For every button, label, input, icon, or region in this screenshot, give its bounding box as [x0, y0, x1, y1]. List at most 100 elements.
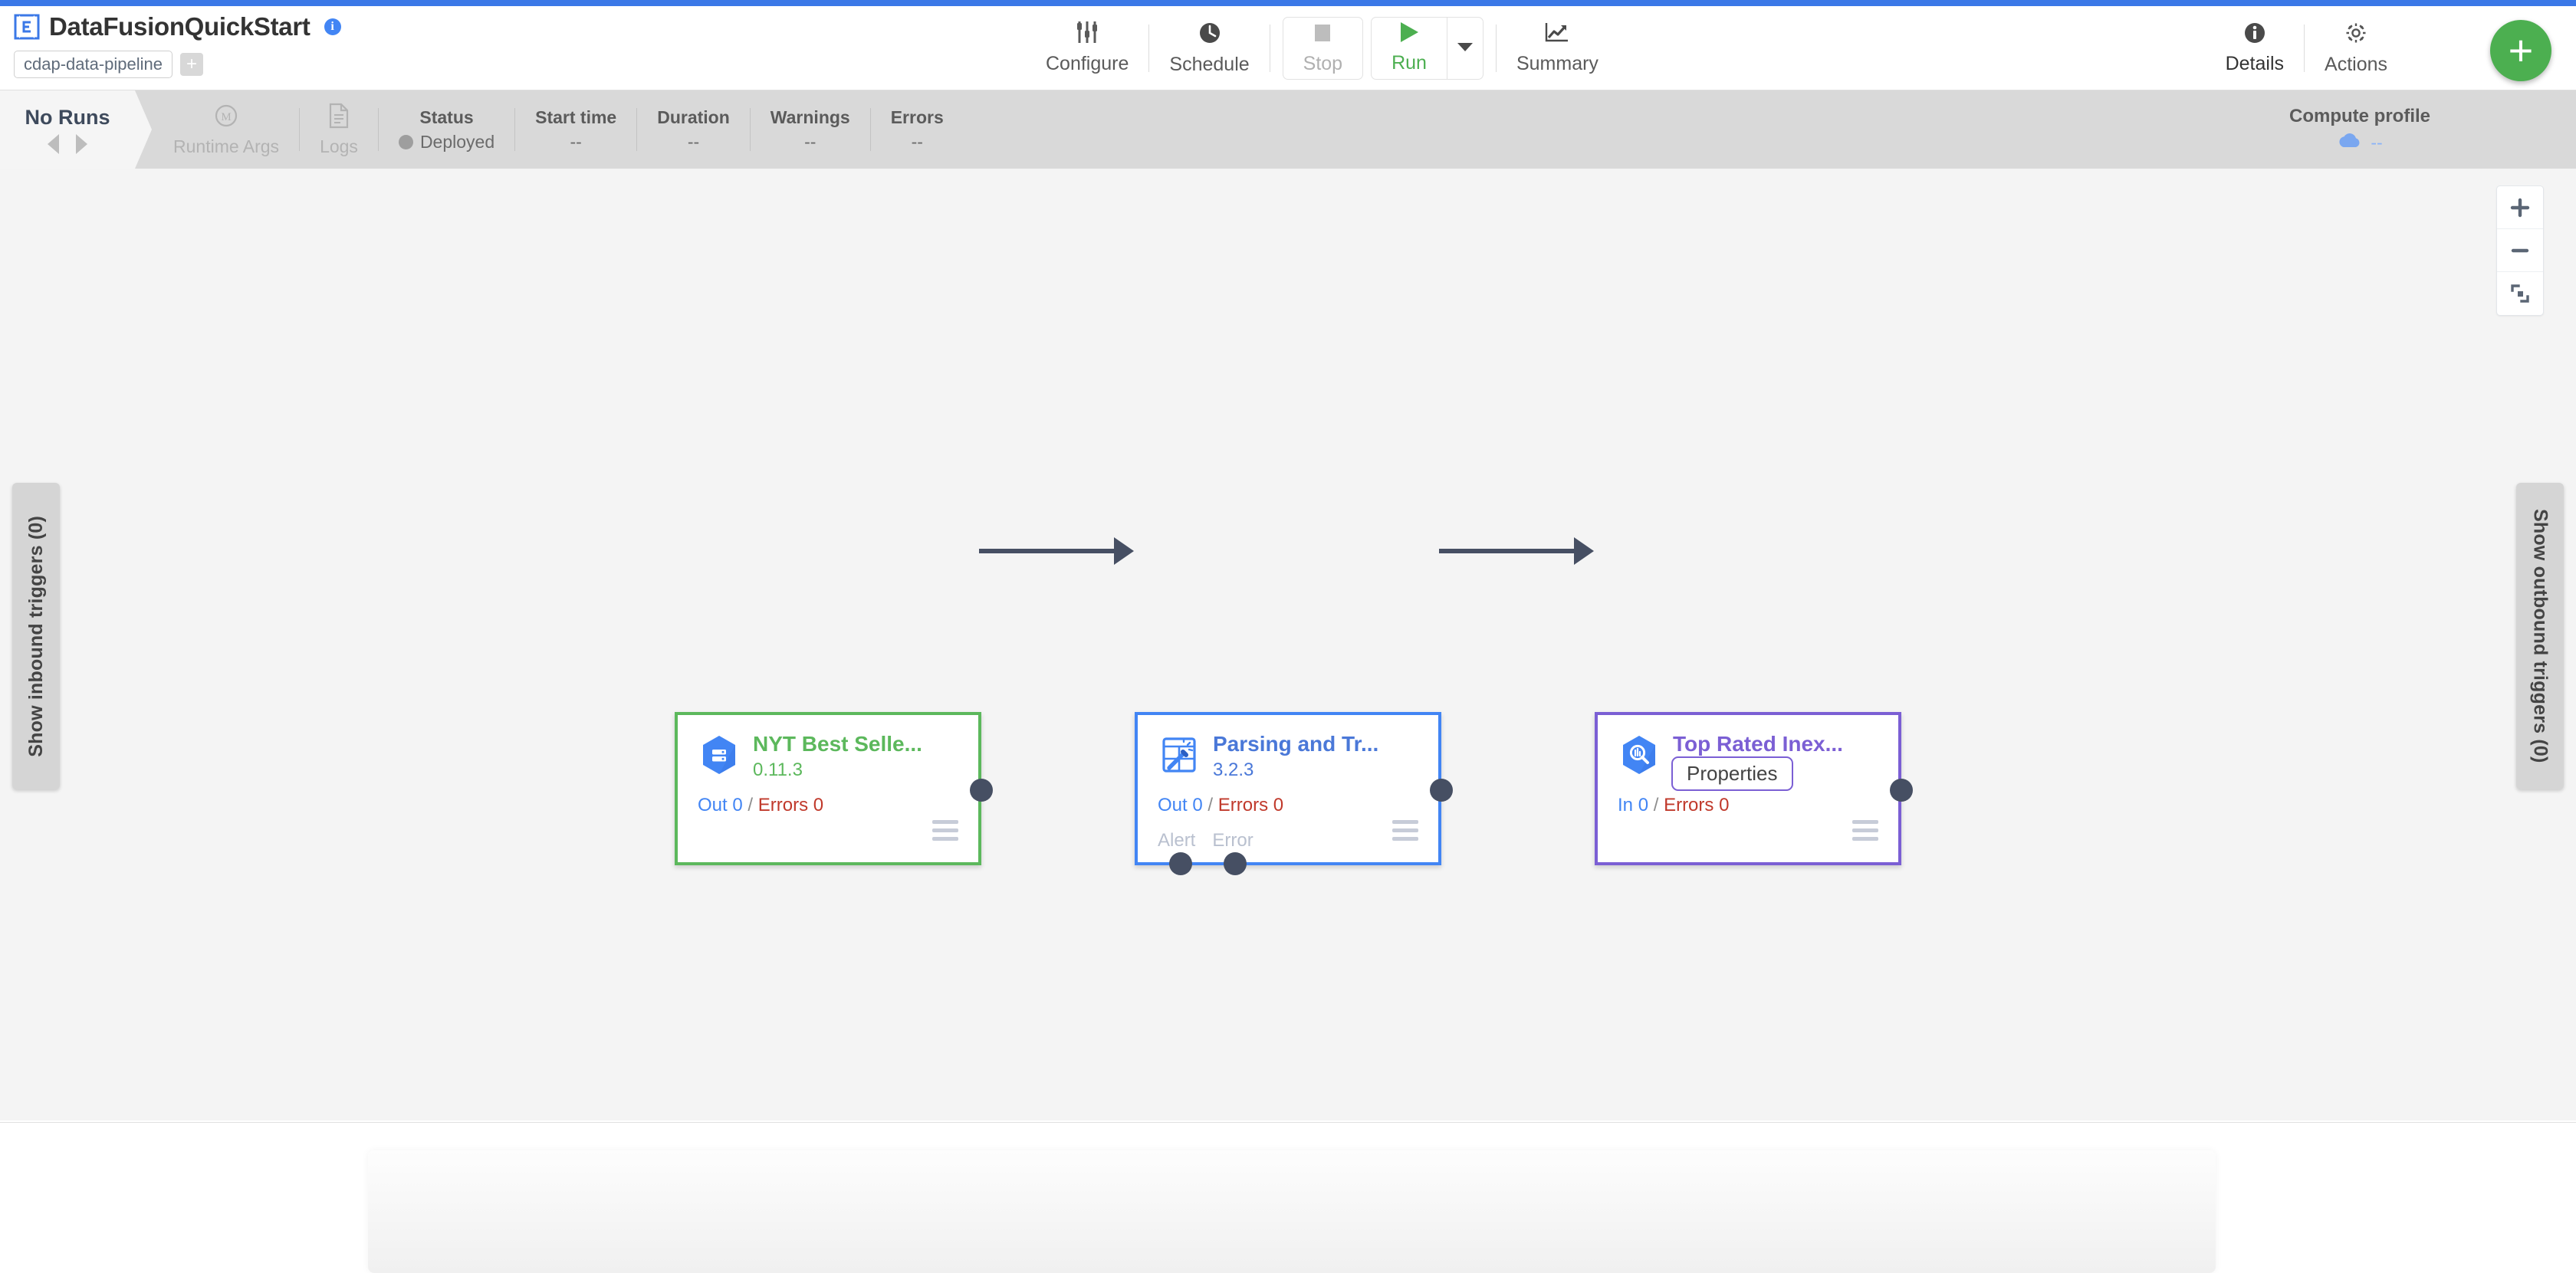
- node-metric-in-label: Out: [698, 795, 728, 815]
- status-badge: Deployed: [398, 131, 495, 153]
- connector-arrow-2-icon: [1574, 537, 1594, 565]
- fit-to-screen-button[interactable]: [2497, 272, 2543, 315]
- compute-profile-header: Compute profile: [2289, 106, 2430, 126]
- hamburger-icon[interactable]: [932, 820, 958, 845]
- node-alert-port[interactable]: [1169, 852, 1192, 875]
- start-time-cell: Start time --: [515, 107, 636, 153]
- toolbar-divider: [2304, 25, 2305, 72]
- app-shell: DataFusionQuickStart i cdap-data-pipelin…: [0, 6, 2576, 1122]
- runtime-args-button[interactable]: M Runtime Args: [153, 103, 299, 157]
- summary-label: Summary: [1516, 53, 1598, 74]
- connector-arrow-1-icon: [1114, 537, 1134, 565]
- bigquery-sink-icon: [1618, 733, 1661, 776]
- node-output-port[interactable]: [970, 779, 993, 802]
- connector-transform-to-sink[interactable]: [1439, 549, 1581, 553]
- node-metrics: In 0 / Errors 0: [1618, 795, 1729, 816]
- node-properties-button[interactable]: Properties: [1671, 756, 1793, 791]
- stop-button[interactable]: Stop: [1282, 17, 1364, 80]
- configure-button[interactable]: Configure: [1026, 18, 1148, 78]
- pipeline-node-sink[interactable]: Top Rated Inex... Properties In 0 / Erro…: [1595, 712, 1913, 865]
- caret-left-icon[interactable]: [48, 133, 59, 154]
- duration-cell: Duration --: [637, 107, 750, 153]
- node-name: NYT Best Selle...: [753, 732, 922, 756]
- actions-button[interactable]: Actions: [2305, 18, 2407, 78]
- node-metric-in-label: In: [1618, 795, 1634, 815]
- details-label: Details: [2225, 53, 2285, 74]
- node-metric-in-value: 0: [1638, 795, 1649, 815]
- node-output-port[interactable]: [1890, 779, 1913, 802]
- pipeline-node-transform[interactable]: Parsing and Tr... 3.2.3 Out 0 / Errors 0…: [1135, 712, 1453, 875]
- metrics-divider: [377, 108, 379, 151]
- node-output-port[interactable]: [1430, 779, 1453, 802]
- node-name: Parsing and Tr...: [1213, 732, 1379, 756]
- schedule-label: Schedule: [1169, 54, 1250, 75]
- show-inbound-triggers-tab[interactable]: Show inbound triggers (0): [12, 483, 60, 789]
- runtime-args-label: Runtime Args: [173, 136, 280, 156]
- wrangler-transform-icon: [1158, 733, 1201, 776]
- node-metric-in-label: Out: [1158, 795, 1188, 815]
- artifact-type-pill[interactable]: cdap-data-pipeline: [14, 51, 173, 78]
- inbound-triggers-label: Show inbound triggers (0): [25, 515, 47, 757]
- duration-value: --: [687, 131, 700, 152]
- errors-value: --: [911, 131, 923, 152]
- run-button[interactable]: Run: [1372, 18, 1447, 77]
- toolbar-divider: [1495, 25, 1497, 72]
- details-button[interactable]: Details: [2206, 18, 2304, 78]
- browser-top-strip: [0, 0, 2576, 6]
- node-metric-separator: /: [1653, 795, 1659, 815]
- zoom-in-button[interactable]: [2497, 186, 2543, 229]
- run-nav-arrows: [48, 133, 87, 154]
- document-icon: [328, 103, 350, 133]
- metrics-divider: [869, 108, 871, 151]
- node-error-port[interactable]: [1224, 852, 1247, 875]
- bottom-ghost-panel: [368, 1150, 2216, 1273]
- node-title-block: NYT Best Selle... 0.11.3: [753, 732, 922, 781]
- cloud-icon: [2337, 132, 2363, 153]
- compute-profile-value-row: --: [2337, 132, 2383, 153]
- start-time-header: Start time: [535, 107, 617, 127]
- page-title: DataFusionQuickStart: [49, 12, 310, 41]
- node-metric-err-value: 0: [813, 795, 824, 815]
- header-action-cluster: Configure Schedule Stop: [1026, 6, 1618, 90]
- toolbar-divider: [1148, 25, 1150, 72]
- node-metric-err-label: Errors: [1664, 795, 1714, 815]
- caret-right-icon[interactable]: [76, 133, 87, 154]
- schedule-button[interactable]: Schedule: [1149, 18, 1269, 78]
- pipeline-brand: DataFusionQuickStart i: [14, 12, 341, 41]
- status-cell: Status Deployed: [379, 107, 514, 153]
- run-dropdown-button[interactable]: [1447, 18, 1483, 79]
- alert-port-label: Alert: [1158, 830, 1196, 851]
- node-title-block: Parsing and Tr... 3.2.3: [1213, 732, 1378, 781]
- zoom-out-button[interactable]: [2497, 229, 2543, 272]
- node-metric-in-value: 0: [732, 795, 743, 815]
- node-metrics: Out 0 / Errors 0: [1158, 795, 1283, 816]
- add-plugin-fab-button[interactable]: +: [2490, 20, 2551, 81]
- hamburger-icon[interactable]: [1392, 820, 1418, 845]
- no-runs-label: No Runs: [25, 105, 110, 129]
- pipeline-node-source[interactable]: NYT Best Selle... 0.11.3 Out 0 / Errors …: [675, 712, 993, 865]
- bottom-region: [0, 1122, 2576, 1273]
- gear-icon: [2344, 21, 2368, 49]
- summary-button[interactable]: Summary: [1497, 18, 1618, 78]
- logs-button[interactable]: Logs: [300, 103, 378, 157]
- pipeline-meta-row: cdap-data-pipeline +: [14, 51, 204, 78]
- compute-profile-value: --: [2371, 132, 2383, 153]
- no-runs-panel-arrow: [135, 90, 152, 169]
- configure-label: Configure: [1046, 53, 1129, 74]
- connector-source-to-transform[interactable]: [979, 549, 1121, 553]
- status-header: Status: [419, 107, 474, 127]
- run-button-group: Run: [1371, 17, 1484, 80]
- errors-cell: Errors --: [871, 107, 964, 153]
- status-value: Deployed: [419, 131, 495, 152]
- caret-down-icon: [1456, 41, 1474, 57]
- node-header: Parsing and Tr... 3.2.3: [1158, 732, 1418, 781]
- metrics-divider: [514, 108, 516, 151]
- pipeline-canvas[interactable]: Show inbound triggers (0) Show outbound …: [0, 169, 2576, 1120]
- compute-profile-cell[interactable]: Compute profile --: [2289, 90, 2430, 169]
- run-label: Run: [1392, 52, 1427, 74]
- hamburger-icon[interactable]: [1852, 820, 1878, 845]
- title-info-icon[interactable]: i: [324, 18, 341, 35]
- add-tag-button[interactable]: +: [180, 53, 204, 76]
- show-outbound-triggers-tab[interactable]: Show outbound triggers (0): [2516, 483, 2564, 789]
- warnings-value: --: [804, 131, 816, 152]
